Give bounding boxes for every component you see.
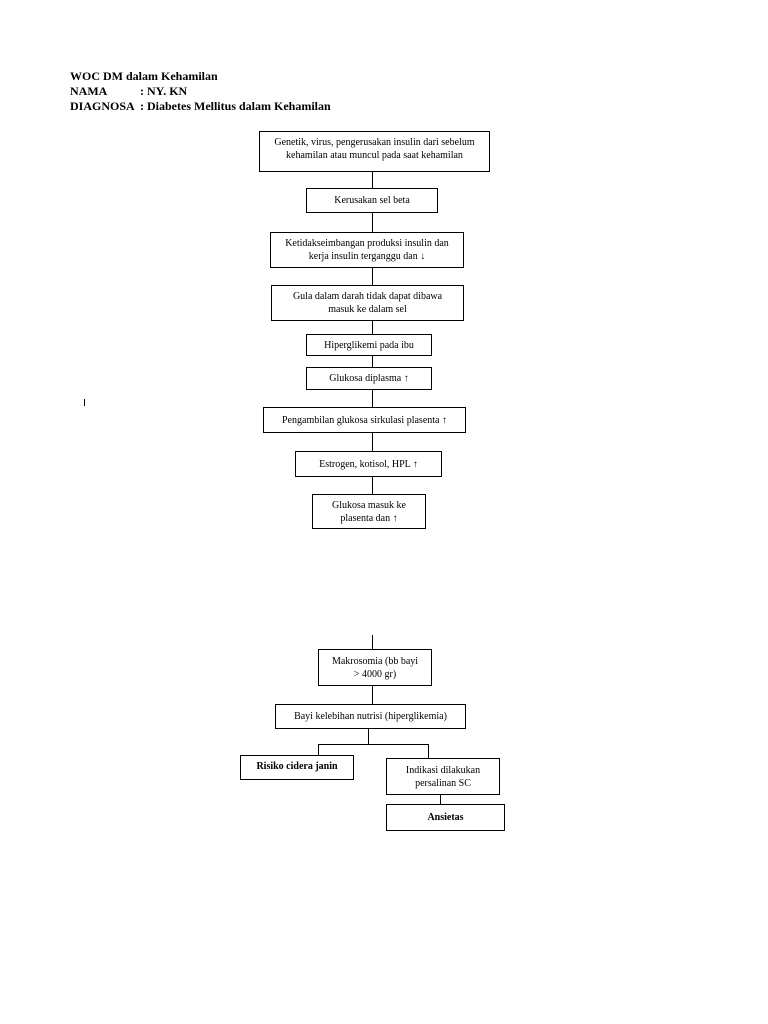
box-indikasi-line1: Indikasi dilakukan (405, 764, 481, 776)
box-pengambilan-label: Pengambilan glukosa sirkulasi plasenta ↑ (282, 414, 447, 426)
box-estrogen: Estrogen, kotisol, HPL ↑ (295, 451, 442, 477)
connector-line (372, 432, 373, 451)
connector-line (372, 685, 373, 704)
name-value: : NY. KN (140, 84, 188, 98)
box-ketidakseimbangan: Ketidakseimbangan produksi insulin dan ke… (270, 232, 464, 268)
box-ketidakseimbangan-line1: Ketidakseimbangan produksi insulin dan (285, 238, 449, 249)
name-label: NAMA (70, 84, 108, 98)
connector-line (372, 355, 373, 367)
box-makrosomia: Makrosomia (bb bayi> 4000 gr) (318, 649, 432, 686)
box-gula-line2: masuk ke dalam sel (328, 304, 407, 315)
box-bayi-kelebihan-nutrisi: Bayi kelebihan nutrisi (hiperglikemia) (275, 704, 466, 729)
box-makrosomia-line2: > 4000 gr) (353, 668, 397, 680)
document-title: WOC DM dalam Kehamilan (70, 69, 218, 83)
box-glukosa-plasma-label: Glukosa diplasma ↑ (329, 373, 409, 384)
box-ansietas-label: Ansietas (427, 812, 464, 823)
connector-line (372, 267, 373, 285)
box-risiko-cidera-janin: Risiko cidera janin (240, 755, 354, 780)
box-glukosa-plasenta-line2: plasenta dan ↑ (340, 512, 398, 524)
box-pengambilan-glukosa: Pengambilan glukosa sirkulasi plasenta ↑ (263, 407, 466, 433)
patient-name-row: NAMA : NY. KN (70, 84, 187, 99)
box-glukosa-plasma: Glukosa diplasma ↑ (306, 367, 432, 390)
box-kerusakan-sel-beta: Kerusakan sel beta (306, 188, 438, 213)
connector-line (372, 320, 373, 334)
box-hiperglikemi: Hiperglikemi pada ibu (306, 334, 432, 356)
stray-mark (84, 399, 85, 406)
box-risiko-label: Risiko cidera janin (256, 761, 338, 772)
box-ketidakseimbangan-line2: kerja insulin terganggu dan ↓ (308, 251, 426, 262)
connector-line (368, 728, 369, 744)
box-genetik-line1: Genetik, virus, pengerusakan insulin dar… (274, 137, 475, 148)
box-gula-line1: Gula dalam darah tidak dapat dibawa (292, 291, 443, 302)
diagnosis-row: DIAGNOSA : Diabetes Mellitus dalam Kehami… (70, 99, 331, 114)
box-ansietas: Ansietas (386, 804, 505, 831)
connector-line (318, 744, 319, 755)
connector-line (440, 794, 441, 804)
box-glukosa-plasenta-line1: Glukosa masuk ke (332, 499, 406, 511)
connector-line (372, 389, 373, 407)
connector-line (372, 476, 373, 494)
diagnosis-value: : Diabetes Mellitus dalam Kehamilan (140, 99, 331, 113)
connector-line (372, 635, 373, 649)
connector-line (372, 212, 373, 232)
box-genetik-line2: kehamilan atau muncul pada saat kehamila… (286, 150, 463, 161)
connector-line (428, 744, 429, 758)
box-gula-darah: Gula dalam darah tidak dapat dibawa masuk… (271, 285, 464, 321)
box-kerusakan-label: Kerusakan sel beta (334, 195, 410, 206)
box-indikasi-line2: persalinan SC (415, 777, 471, 789)
box-bayi-label: Bayi kelebihan nutrisi (hiperglikemia) (294, 711, 447, 722)
box-hiperglikemi-label: Hiperglikemi pada ibu (324, 339, 414, 351)
connector-line (372, 171, 373, 188)
box-genetik: Genetik, virus, pengerusakan insulin dar… (259, 131, 490, 172)
branch-line (318, 744, 428, 745)
box-makrosomia-line1: Makrosomia (bb bayi (331, 655, 419, 667)
diagnosis-label: DIAGNOSA (70, 99, 135, 113)
box-estrogen-label: Estrogen, kotisol, HPL ↑ (319, 458, 418, 470)
